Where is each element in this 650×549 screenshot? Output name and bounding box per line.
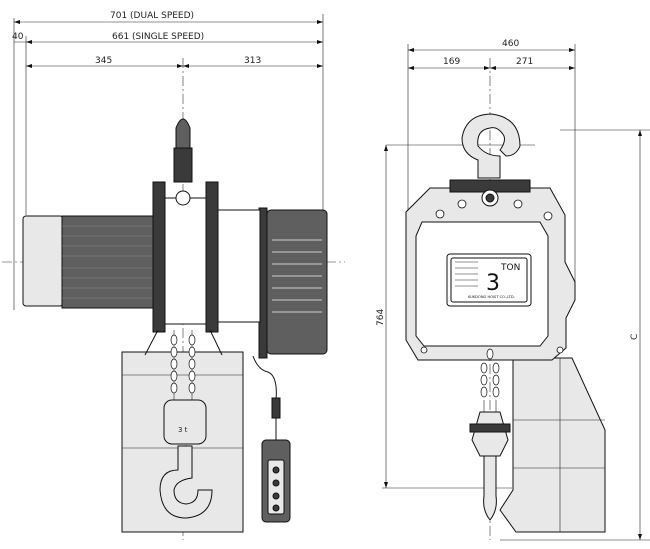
side-chain-bucket: [499, 357, 606, 533]
nameplate-capacity: 3: [486, 271, 500, 296]
motor-body: [61, 215, 159, 309]
hook-block-label: 3 t: [178, 426, 188, 434]
dim-single-speed: 661 (SINGLE SPEED): [112, 32, 204, 42]
side-view-hoist: 3 TON KUKDONG HOIST CO.,LTD.: [405, 113, 606, 533]
nameplate: 3 TON KUKDONG HOIST CO.,LTD.: [446, 253, 532, 307]
dim-c: C: [630, 334, 640, 340]
dim-offset: 40: [12, 32, 24, 42]
gear-case: [266, 209, 328, 355]
dim-271: 271: [516, 57, 533, 67]
side-hook-block: [471, 411, 509, 457]
side-bottom-hook: [483, 455, 497, 521]
front-view-hoist: 3 t: [22, 118, 328, 533]
dim-left-345: 345: [95, 56, 112, 66]
pendant-cable: [252, 355, 277, 440]
side-top-hook: [461, 113, 521, 179]
dim-169: 169: [443, 57, 460, 67]
side-load-chain: [480, 348, 500, 488]
bottom-hook: [159, 445, 213, 519]
dim-overall-width: 460: [502, 39, 519, 49]
dim-dual-speed: 701 (DUAL SPEED): [110, 11, 194, 21]
nameplate-unit: TON: [500, 263, 520, 273]
hook-block: [163, 399, 207, 445]
dim-764: 764: [376, 309, 386, 326]
motor-end-cap: [22, 215, 64, 307]
top-hook: [175, 118, 191, 149]
dim-right-313: 313: [244, 56, 261, 66]
nameplate-maker: KUKDONG HOIST CO.,LTD.: [468, 295, 515, 299]
